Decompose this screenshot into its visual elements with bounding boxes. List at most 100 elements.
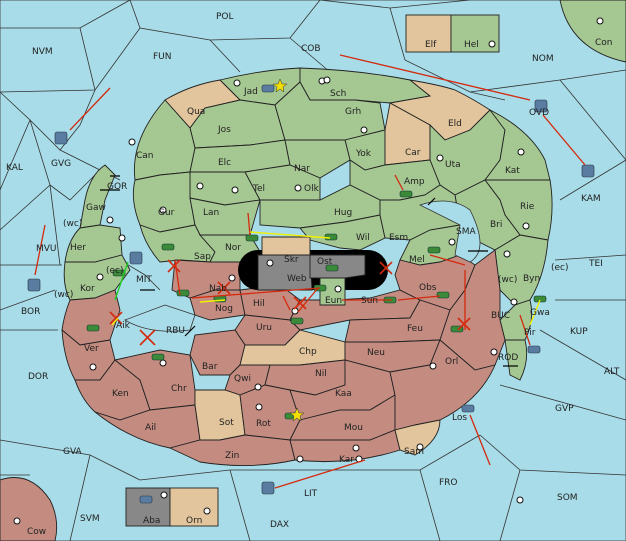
support-lines (111, 231, 541, 326)
territory-skr[interactable] (261, 236, 311, 256)
label-yok: Yok (355, 149, 372, 159)
label-skr: Skr (284, 255, 299, 265)
label-gaw: Gaw (86, 203, 106, 213)
army-aik (86, 324, 100, 332)
label-ken: Ken (112, 389, 129, 399)
territory-olk[interactable] (244, 164, 321, 201)
green-territories (132, 67, 553, 381)
territory-sot[interactable] (194, 389, 246, 441)
territory-aik[interactable] (61, 289, 121, 346)
label-svm: SVM (80, 514, 100, 524)
territory-zin[interactable] (168, 434, 296, 466)
label-mvu: MVU (36, 244, 57, 254)
label-gwa: Gwa (530, 308, 550, 318)
army-mel (427, 246, 441, 254)
territory-ail[interactable] (94, 404, 201, 449)
coast-labels: (wc) (ec) (wc) (wc) (ec) (54, 219, 569, 300)
label-gva: GVA (63, 447, 83, 457)
territory-orn[interactable] (169, 487, 219, 527)
label-rbu: RBU (166, 326, 185, 336)
label-hil: Hil (253, 299, 265, 309)
territory-elf[interactable] (405, 14, 452, 53)
label-alt: ALT (604, 367, 620, 377)
label-web: Web (287, 274, 307, 284)
army-nor (245, 234, 259, 242)
label-gvg: GVG (51, 159, 71, 169)
territory-sap[interactable] (139, 224, 216, 263)
order-arrows (34, 54, 586, 489)
label-buc: BUC (491, 311, 510, 321)
label-can: Can (136, 151, 154, 161)
label-tel: Tel (252, 184, 265, 194)
label-nab: Nab (209, 284, 227, 294)
label-orn: Orn (186, 516, 202, 526)
label-grh: Grh (345, 107, 361, 117)
label-sma: SMA (456, 227, 476, 237)
label-pir: Pir (524, 328, 536, 338)
label-byn: Byn (523, 274, 540, 284)
label-dor: DOR (28, 372, 48, 382)
label-kam: KAM (581, 194, 601, 204)
label-bri: Bri (490, 220, 502, 230)
label-som: SOM (557, 493, 578, 503)
label-nvm: NVM (32, 47, 53, 57)
label-kal: KAL (6, 163, 23, 173)
label-esm: Esm (389, 233, 408, 243)
label-rod: ROD (498, 353, 518, 363)
label-nor: Nor (225, 243, 241, 253)
label-gvp: GVP (555, 404, 574, 414)
label-nil: Nil (315, 369, 327, 379)
label-eun: Eun (325, 296, 342, 306)
label-uru: Uru (256, 323, 272, 333)
red-territories (61, 249, 506, 466)
territory-her[interactable] (64, 224, 123, 263)
territory-cow[interactable] (0, 477, 58, 541)
label-byn-wc: (wc) (498, 275, 517, 285)
territory-gaw[interactable] (79, 164, 116, 229)
fleet-bor (27, 278, 41, 292)
label-byn-ec: (ec) (551, 263, 569, 273)
fleet-pir (527, 345, 541, 354)
label-gur: Gur (158, 208, 175, 218)
label-lan: Lan (203, 208, 219, 218)
label-kar: Kar (339, 455, 354, 465)
label-hug: Hug (334, 208, 352, 218)
label-ver: Ver (84, 344, 99, 354)
territory-wil[interactable] (299, 214, 386, 251)
label-wil: Wil (356, 233, 370, 243)
label-nar: Nar (294, 164, 310, 174)
label-her-wc: (wc) (63, 219, 82, 229)
label-kup: KUP (570, 327, 588, 337)
label-jos: Jos (217, 125, 231, 135)
fleet-jad (261, 84, 275, 93)
label-sot: Sot (219, 418, 234, 428)
fleet-aba (139, 495, 153, 504)
label-nom: NOM (532, 54, 554, 64)
territory-gur[interactable] (132, 171, 196, 233)
label-olk: Olk (304, 184, 320, 194)
sma-inlet (418, 200, 481, 263)
fleet-mit (129, 251, 143, 265)
label-tei: TEI (588, 259, 603, 269)
label-fro: FRO (439, 478, 458, 488)
label-mou: Mou (344, 423, 363, 433)
territory-sam[interactable] (394, 419, 441, 456)
territory-ver[interactable] (61, 328, 116, 381)
label-eld: Eld (448, 119, 462, 129)
territory-kat[interactable] (484, 109, 551, 181)
label-bor: BOR (21, 307, 40, 317)
army-uru (290, 317, 304, 325)
label-jad: Jad (243, 87, 258, 97)
label-hel: Hel (464, 40, 479, 50)
territory-eun[interactable] (319, 277, 346, 306)
label-kaa: Kaa (335, 389, 352, 399)
strait-markers (100, 175, 518, 367)
label-con: Con (595, 38, 613, 48)
label-mit: MIT (136, 275, 152, 285)
army-wil (324, 233, 338, 241)
label-sap: Sap (194, 252, 211, 262)
army-obs (436, 291, 450, 299)
territory-pir[interactable] (504, 339, 528, 381)
label-sch: Sch (330, 89, 346, 99)
